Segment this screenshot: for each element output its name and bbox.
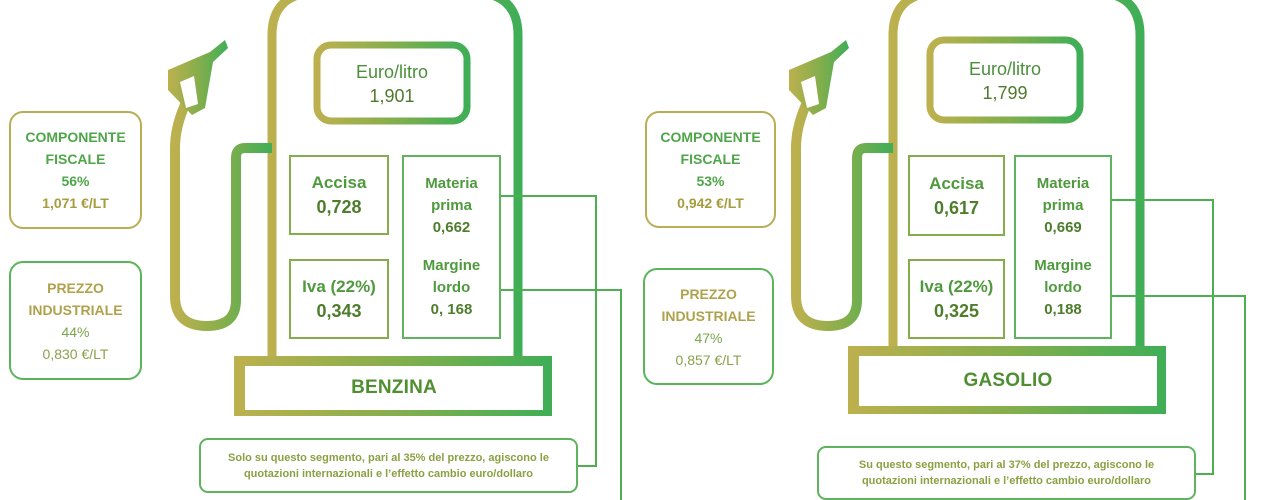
fiscal-pct: 53% (696, 172, 725, 189)
fiscal-amount: 1,071 €/LT (42, 195, 109, 211)
fiscal-component-box: COMPONENTE FISCALE 56% 1,071 €/LT (9, 111, 142, 229)
materia-label-1: Materia (425, 175, 478, 192)
note-line-2: quotazioni internazionali e l’effetto ca… (861, 475, 1152, 487)
accisa-label: Accisa (929, 173, 984, 193)
iva-value: 0,325 (933, 301, 980, 321)
iva-cell: Iva (22%) 0,325 (908, 259, 1005, 339)
industrial-pct: 47% (694, 329, 723, 346)
margine-lordo-group: Margine lordo 0,188 (1034, 255, 1092, 321)
fiscal-line-1: COMPONENTE (25, 129, 126, 145)
industrial-line-2: INDUSTRIALE (28, 301, 123, 318)
fiscal-line-1: COMPONENTE (660, 128, 761, 145)
note-line-2: quotazioni internazionali e l’effetto ca… (243, 467, 534, 480)
accisa-value: 0,617 (933, 197, 980, 218)
fuel-type-label: BENZINA (351, 377, 437, 398)
margine-lordo-group: Margine lordo 0, 168 (423, 255, 481, 321)
fiscal-pct: 56% (61, 173, 90, 189)
fuel-type-label: GASOLIO (963, 370, 1053, 391)
materia-margine-cell: Materia prima 0,662 Margine lordo 0, 168 (402, 155, 501, 339)
materia-value: 0,669 (1044, 219, 1082, 236)
industrial-price-box: PREZZO INDUSTRIALE 47% 0,857 €/LT (643, 268, 774, 385)
margine-label-2: lordo (1044, 279, 1082, 296)
industrial-pct: 44% (61, 323, 90, 340)
materia-prima-group: Materia prima 0,669 (1037, 173, 1090, 239)
iva-label: Iva (22%) (302, 277, 376, 296)
margine-label-1: Margine (422, 257, 481, 274)
industrial-price-box: PREZZO INDUSTRIALE 44% 0,830 €/LT (9, 261, 142, 380)
materia-label-2: prima (431, 197, 472, 214)
industrial-amount: 0,857 €/LT (675, 351, 742, 368)
accisa-value: 0,728 (316, 197, 362, 217)
iva-label: Iva (22%) (919, 277, 994, 296)
margine-value: 0,188 (1044, 301, 1082, 318)
fiscal-line-2: FISCALE (45, 151, 106, 167)
margine-value: 0, 168 (430, 301, 473, 318)
fiscal-component-box: COMPONENTE FISCALE 53% 0,942 €/LT (645, 111, 776, 228)
industrial-amount: 0,830 €/LT (42, 345, 109, 362)
note-box: Solo su questo segmento, pari al 35% del… (199, 438, 578, 493)
materia-label-1: Materia (1036, 175, 1090, 192)
note-line-1: Su questo segmento, pari al 37% del prez… (858, 459, 1155, 471)
industrial-line-1: PREZZO (47, 279, 104, 296)
fuel-nozzle-icon (168, 40, 228, 115)
accisa-label: Accisa (311, 173, 367, 192)
iva-value: 0,343 (316, 301, 362, 321)
price-display: Euro/litro 1,799 (935, 48, 1075, 114)
fiscal-line-2: FISCALE (680, 150, 741, 167)
iva-cell: Iva (22%) 0,343 (289, 259, 389, 339)
price-display-value: 1,901 (369, 86, 415, 106)
fuel-pump-icon (170, 0, 523, 365)
margine-label-1: Margine (1034, 257, 1092, 274)
price-display-value: 1,799 (982, 83, 1028, 103)
accisa-cell: Accisa 0,728 (289, 155, 389, 235)
materia-margine-cell: Materia prima 0,669 Margine lordo 0,188 (1014, 155, 1112, 339)
note-box: Su questo segmento, pari al 37% del prez… (817, 446, 1196, 500)
industrial-line-1: PREZZO (680, 285, 737, 302)
price-display-label: Euro/litro (968, 59, 1042, 79)
materia-value: 0,662 (432, 219, 471, 236)
price-display: Euro/litro 1,901 (322, 52, 462, 116)
fiscal-amount: 0,942 €/LT (677, 194, 744, 211)
margine-label-2: lordo (432, 279, 471, 296)
note-line-1: Solo su questo segmento, pari al 35% del… (228, 451, 549, 464)
price-display-label: Euro/litro (355, 62, 429, 82)
accisa-cell: Accisa 0,617 (908, 155, 1005, 236)
industrial-line-2: INDUSTRIALE (661, 307, 756, 324)
materia-label-2: prima (1042, 197, 1084, 214)
materia-prima-group: Materia prima 0,662 (425, 173, 478, 239)
